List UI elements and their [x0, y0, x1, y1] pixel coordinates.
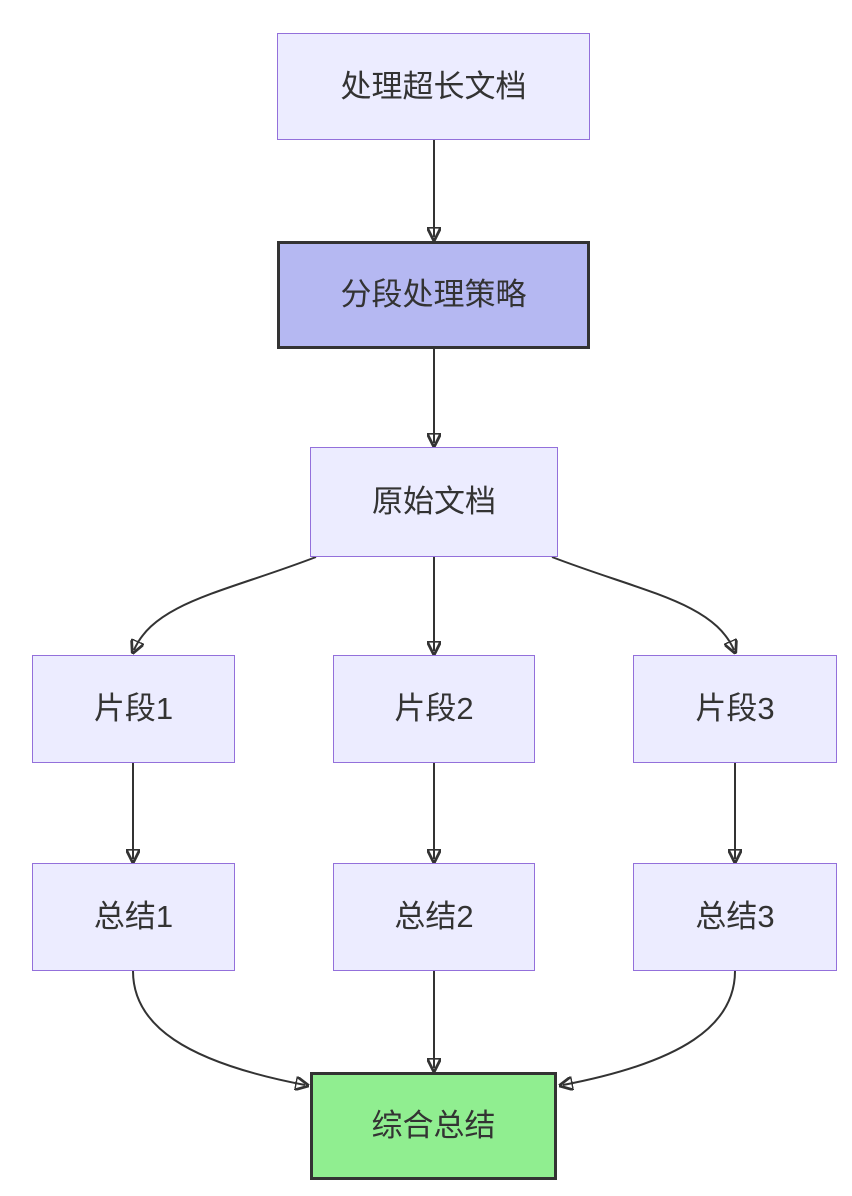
edge-sum3-final [563, 970, 736, 1085]
node-sum2: 总结2 [333, 863, 535, 971]
edge-sum1-final [132, 970, 305, 1085]
edge-doc-frag3 [551, 556, 734, 650]
node-start: 处理超长文档 [277, 33, 590, 140]
node-frag2: 片段2 [333, 655, 535, 763]
node-frag3: 片段3 [633, 655, 837, 763]
edge-doc-frag1 [134, 556, 317, 650]
node-strategy: 分段处理策略 [277, 241, 590, 349]
node-final: 综合总结 [310, 1072, 557, 1180]
node-sum3: 总结3 [633, 863, 837, 971]
node-sum1: 总结1 [32, 863, 235, 971]
node-doc: 原始文档 [310, 447, 558, 557]
node-frag1: 片段1 [32, 655, 235, 763]
